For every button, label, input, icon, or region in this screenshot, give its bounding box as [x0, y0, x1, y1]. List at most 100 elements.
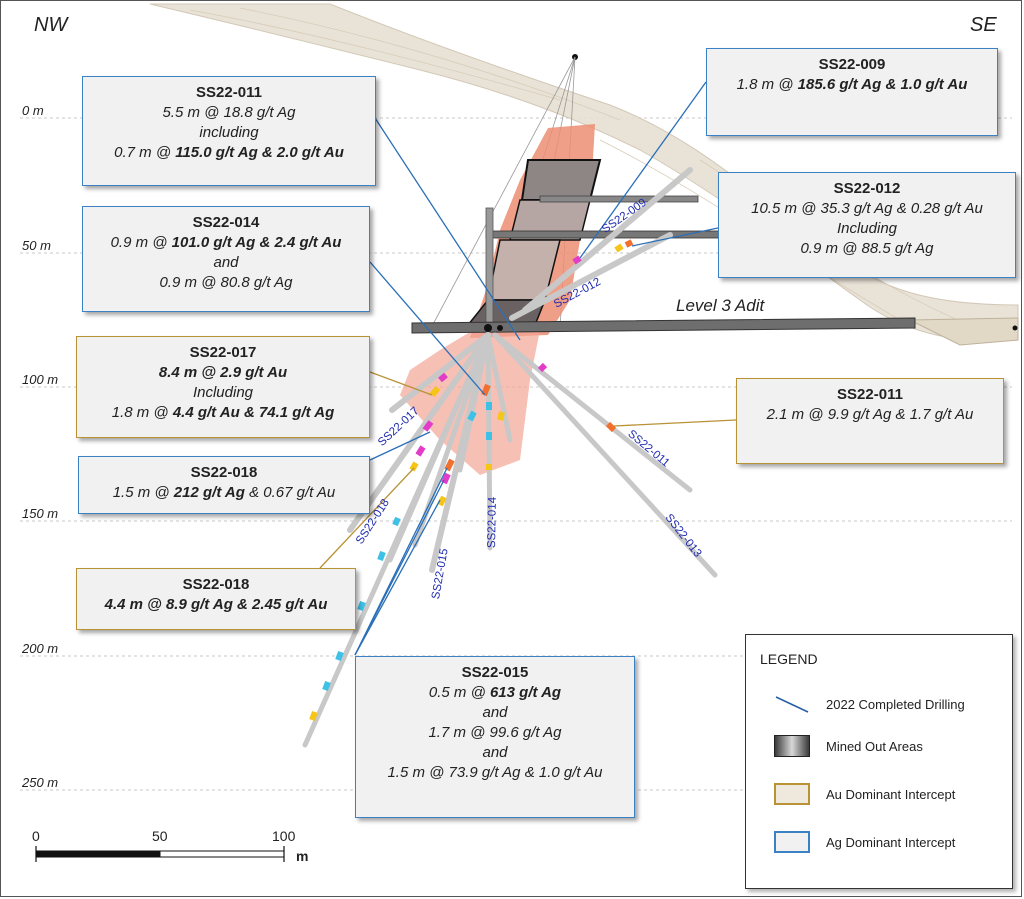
callout-text: 212 g/t Ag [173, 484, 245, 501]
hole-ss22-017 [389, 332, 491, 413]
callout-text: and [213, 254, 239, 271]
callout-line: and [362, 703, 628, 723]
hole-fan-e [485, 332, 513, 443]
callout-text: 115.0 g/t Ag & 2.0 g/t Au [175, 144, 344, 161]
callout-text: 613 g/t Ag [489, 684, 562, 701]
callout-text: 185.6 g/t Ag & 1.0 g/t Au [797, 76, 968, 93]
callout-ss22-018-au: SS22-018 4.4 m @ 8.9 g/t Ag & 2.45 g/t Au [76, 568, 356, 630]
callout-text: 1.8 m @ [736, 76, 798, 93]
callout-text: 5.5 m @ 18.8 g/t Ag [162, 104, 296, 121]
callout-line: 4.4 m @ 8.9 g/t Ag & 2.45 g/t Au [83, 595, 349, 615]
hole-label-ss22-014: SS22-014 [486, 496, 499, 549]
elevation-label-250: 250 m [22, 775, 59, 790]
hole-fan-b [387, 332, 491, 563]
callout-line: 0.7 m @ 115.0 g/t Ag & 2.0 g/t Au [89, 143, 369, 163]
callout-line: 1.5 m @ 73.9 g/t Ag & 1.0 g/t Au [362, 763, 628, 783]
callout-text: 1.5 m @ 73.9 g/t Ag & 1.0 g/t Au [387, 764, 603, 781]
mined-out-stope-1 [520, 159, 602, 201]
elevation-label-200: 200 m [22, 641, 59, 656]
level-3-adit-label: Level 3 Adit [676, 296, 765, 315]
callout-title: SS22-012 [833, 180, 901, 197]
elevation-label-150: 150 m [22, 506, 59, 521]
callout-text: 0.9 m @ 80.8 g/t Ag [159, 274, 293, 291]
adit-level-1 [539, 195, 699, 203]
callout-text: 1.5 m @ [112, 484, 174, 501]
adit-level-3 [411, 317, 916, 334]
legend: LEGEND 2022 Completed Drilling Mined Out… [745, 634, 1013, 889]
callout-title: SS22-009 [818, 56, 886, 73]
callout-line: 10.5 m @ 35.3 g/t Ag & 0.28 g/t Au [725, 199, 1009, 219]
collar-point-right [1012, 325, 1018, 331]
scale-tick-50: 50 [152, 828, 168, 844]
callout-ss22-011-upper: SS22-011 5.5 m @ 18.8 g/t Ag including 0.7 … [82, 76, 376, 186]
elevation-label-0: 0 m [22, 103, 44, 118]
callout-line: 2.1 m @ 9.9 g/t Ag & 1.7 g/t Au [743, 405, 997, 425]
callout-text: 0.9 m @ [110, 234, 172, 251]
callout-line: 1.7 m @ 99.6 g/t Ag [362, 723, 628, 743]
callout-line: including [89, 123, 369, 143]
hole-ss22-013 [492, 332, 718, 578]
callout-text: including [199, 124, 259, 141]
callout-line: and [362, 743, 628, 763]
callout-text: 0.9 m @ 88.5 g/t Ag [800, 240, 934, 257]
hole-ss22-014 [485, 332, 493, 551]
callout-text: Including [192, 384, 254, 401]
callout-line: 0.9 m @ 80.8 g/t Ag [89, 273, 363, 293]
callout-title: SS22-011 [837, 386, 903, 403]
callout-title: SS22-018 [182, 576, 250, 593]
ag-swatch [774, 831, 810, 853]
callout-line: 1.5 m @ 212 g/t Ag & 0.67 g/t Au [85, 483, 363, 503]
callout-line: 8.4 m @ 2.9 g/t Au [83, 363, 363, 383]
drill-holes [302, 167, 718, 748]
assay-segments [309, 239, 634, 722]
legend-title: LEGEND [760, 651, 818, 667]
raise-shaft [485, 207, 494, 329]
legend-label-ag: Ag Dominant Intercept [826, 835, 956, 850]
scale-unit: m [296, 848, 309, 864]
hole-ss22-009 [522, 167, 693, 313]
callout-text: 8.4 m @ 2.9 g/t Au [158, 364, 288, 381]
callout-text: 0.5 m @ [428, 684, 490, 701]
callout-text: 1.7 m @ 99.6 g/t Ag [428, 724, 562, 741]
callout-line: and [89, 253, 363, 273]
callout-line: 0.9 m @ 88.5 g/t Ag [725, 239, 1009, 259]
callout-ss22-012: SS22-012 10.5 m @ 35.3 g/t Ag & 0.28 g/t … [718, 172, 1016, 278]
scale-tick-0: 0 [32, 828, 40, 844]
callout-title: SS22-014 [192, 214, 260, 231]
scale-tick-100: 100 [272, 828, 296, 844]
callout-title: SS22-018 [190, 464, 258, 481]
direction-nw: NW [34, 14, 68, 36]
callout-line: Including [725, 219, 1009, 239]
elevation-label-100: 100 m [22, 372, 59, 387]
callout-title: SS22-011 [196, 84, 262, 101]
callout-ss22-011-lower: SS22-011 2.1 m @ 9.9 g/t Ag & 1.7 g/t Au [736, 378, 1004, 464]
callout-ss22-017: SS22-017 8.4 m @ 2.9 g/t Au Including 1.8 m… [76, 336, 370, 438]
callout-text: and [482, 744, 508, 761]
callout-title: SS22-017 [189, 344, 257, 361]
direction-se: SE [970, 14, 997, 36]
hole-ss22-012 [509, 232, 673, 321]
callout-text: 0.7 m @ [114, 144, 176, 161]
callout-ss22-014: SS22-014 0.9 m @ 101.0 g/t Ag & 2.4 g/t A… [82, 206, 370, 312]
drill-line-icon [775, 696, 809, 713]
leader-lines [319, 81, 737, 656]
callout-text: 10.5 m @ 35.3 g/t Ag & 0.28 g/t Au [751, 200, 983, 217]
callout-line: Including [83, 383, 363, 403]
terrain-tail [909, 317, 1019, 346]
callout-text: Including [836, 220, 898, 237]
callout-title: SS22-015 [461, 664, 529, 681]
callout-line: 0.5 m @ 613 g/t Ag [362, 683, 628, 703]
callout-text: 1.8 m @ [111, 404, 173, 421]
callout-line: 0.9 m @ 101.0 g/t Ag & 2.4 g/t Au [89, 233, 363, 253]
callout-text: 4.4 g/t Au & 74.1 g/t Ag [172, 404, 335, 421]
callout-text: and [482, 704, 508, 721]
mined-out-swatch [774, 735, 810, 757]
callout-text: 4.4 m @ 8.9 g/t Ag & 2.45 g/t Au [104, 596, 328, 613]
callout-text: 2.1 m @ 9.9 g/t Ag & 1.7 g/t Au [766, 406, 974, 423]
legend-label-au: Au Dominant Intercept [826, 787, 956, 802]
callout-line: 1.8 m @ 4.4 g/t Au & 74.1 g/t Ag [83, 403, 363, 423]
hole-ss22-011 [492, 332, 693, 493]
